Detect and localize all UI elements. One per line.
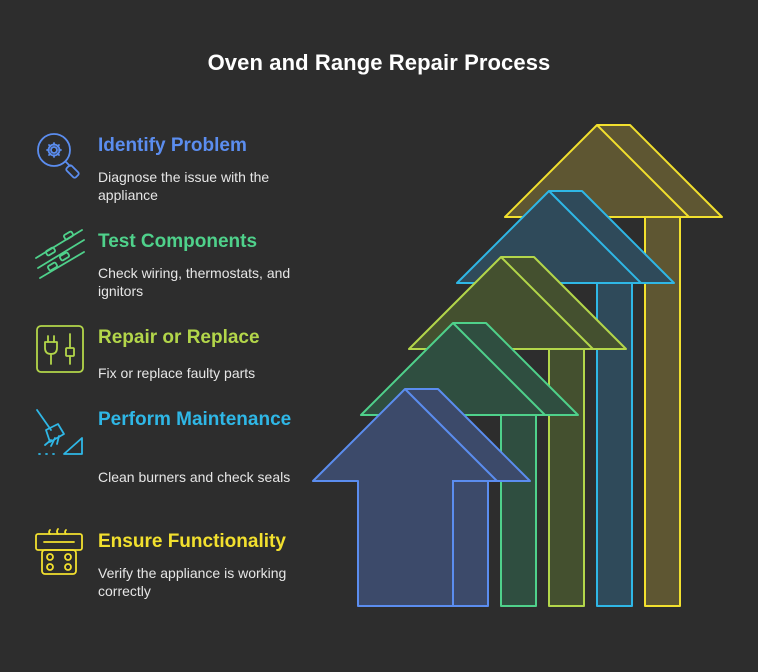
arrow-blue	[312, 388, 531, 607]
step-heading: Repair or Replace	[98, 327, 260, 348]
step-description: Clean burners and check seals	[98, 469, 291, 485]
step-identify-problem: Identify Problem Diagnose the issue with…	[34, 132, 324, 212]
step-description: Fix or replace faulty parts	[98, 365, 256, 381]
magnifier-gear-icon	[34, 132, 86, 184]
wiring-icon	[34, 228, 86, 280]
step-heading: Test Components	[98, 231, 258, 252]
step-ensure-functionality: Ensure Functionality Verify the applianc…	[34, 528, 324, 608]
page-title: Oven and Range Repair Process	[207, 50, 551, 75]
step-description: Check wiring, thermostats, and ignitors	[98, 265, 291, 299]
plug-panel-icon	[34, 324, 86, 376]
step-perform-maintenance: Perform Maintenance Clean burners and ch…	[34, 408, 324, 508]
step-description: Verify the appliance is working correctl…	[98, 565, 287, 599]
step-test-components: Test Components Check wiring, thermostat…	[34, 228, 324, 308]
broom-icon	[34, 408, 86, 460]
step-heading: Ensure Functionality	[98, 531, 286, 552]
step-repair-or-replace: Repair or Replace Fix or replace faulty …	[34, 324, 324, 384]
step-description: Diagnose the issue with the appliance	[98, 169, 270, 203]
step-heading: Identify Problem	[98, 135, 247, 156]
step-heading: Perform Maintenance	[98, 409, 292, 430]
stove-icon	[34, 528, 86, 580]
